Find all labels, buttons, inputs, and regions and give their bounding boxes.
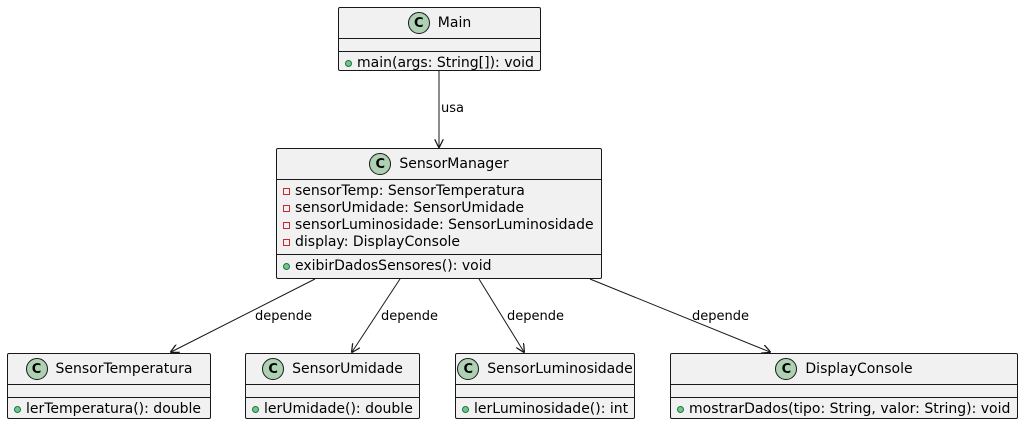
member-text: lerTemperatura(): double <box>26 401 202 417</box>
relation-label: usa <box>441 101 464 116</box>
class-name: SensorTemperatura <box>55 361 193 377</box>
class-fields-section <box>8 385 210 398</box>
class-methods-section: exibirDadosSensores(): void <box>277 255 601 278</box>
member-text: exibirDadosSensores(): void <box>295 258 492 274</box>
private-visibility-icon <box>283 239 290 246</box>
member-text: lerLuminosidade(): int <box>474 401 629 417</box>
class-methods-section: mostrarDados(tipo: String, valor: String… <box>671 398 1017 421</box>
class-method: exibirDadosSensores(): void <box>283 258 595 275</box>
relation-arrow-sensor-manager-to-sensor-umidade <box>352 278 401 352</box>
class-badge-icon: C <box>369 153 392 175</box>
class-field: display: DisplayConsole <box>283 234 595 251</box>
class-method: main(args: String[]): void <box>345 55 534 72</box>
class-name: Main <box>437 15 472 31</box>
class-method: lerTemperatura(): double <box>14 401 204 418</box>
private-visibility-icon <box>283 188 290 195</box>
class-header: C SensorTemperatura <box>8 354 210 385</box>
class-name: DisplayConsole <box>805 361 913 377</box>
public-visibility-icon <box>252 406 259 413</box>
class-methods-section: lerTemperatura(): double <box>8 398 210 421</box>
public-visibility-icon <box>283 263 290 270</box>
class-badge-icon: C <box>775 358 798 380</box>
member-text: lerUmidade(): double <box>264 401 413 417</box>
class-badge-icon: C <box>457 358 480 380</box>
class-header: C SensorUmidade <box>246 354 419 385</box>
relation-arrow-sensor-manager-to-sensor-luminosidade <box>478 278 524 352</box>
class-methods-section: lerLuminosidade(): int <box>456 398 634 421</box>
private-visibility-icon <box>283 205 290 212</box>
relation-arrow-sensor-manager-to-sensor-temperatura <box>171 278 316 352</box>
public-visibility-icon <box>462 406 469 413</box>
member-text: display: DisplayConsole <box>295 234 461 250</box>
class-field: sensorLuminosidade: SensorLuminosidade <box>283 217 595 234</box>
class-method: lerUmidade(): double <box>252 401 413 418</box>
class-header: C Main <box>339 8 540 39</box>
private-visibility-icon <box>283 222 290 229</box>
relation-label: depende <box>381 309 438 324</box>
class-methods-section: lerUmidade(): double <box>246 398 419 421</box>
class-field: sensorTemp: SensorTemperatura <box>283 183 595 200</box>
class-fields-section <box>671 385 1017 398</box>
class-methods-section: main(args: String[]): void <box>339 52 540 75</box>
class-method: mostrarDados(tipo: String, valor: String… <box>677 401 1011 418</box>
class-name: SensorUmidade <box>292 361 403 377</box>
public-visibility-icon <box>677 406 684 413</box>
member-text: main(args: String[]): void <box>357 55 534 71</box>
class-field: sensorUmidade: SensorUmidade <box>283 200 595 217</box>
class-sensor-umidade[interactable]: C SensorUmidade lerUmidade(): double <box>245 353 420 419</box>
class-badge-icon: C <box>407 12 430 34</box>
class-header: C DisplayConsole <box>671 354 1017 385</box>
class-fields-section <box>456 385 634 398</box>
class-fields-section <box>246 385 419 398</box>
member-text: sensorUmidade: SensorUmidade <box>295 200 525 216</box>
relation-label: depende <box>507 309 564 324</box>
class-name: SensorLuminosidade <box>487 361 633 377</box>
class-badge-icon: C <box>25 358 48 380</box>
relation-label: depende <box>692 309 749 324</box>
relation-arrow-sensor-manager-to-display-console <box>589 278 770 352</box>
class-sensor-temperatura[interactable]: C SensorTemperatura lerTemperatura(): doub… <box>7 353 211 419</box>
public-visibility-icon <box>345 60 352 67</box>
class-fields-section <box>339 39 540 52</box>
relation-label: depende <box>255 309 312 324</box>
member-text: sensorLuminosidade: SensorLuminosidade <box>295 217 594 233</box>
class-name: SensorManager <box>399 156 509 172</box>
class-main[interactable]: C Main main(args: String[]): void <box>338 7 541 71</box>
class-badge-icon: C <box>262 358 285 380</box>
class-sensor-luminosidade[interactable]: C SensorLuminosidade lerLuminosidade(): in… <box>455 353 635 419</box>
class-header: C SensorLuminosidade <box>456 354 634 385</box>
member-text: sensorTemp: SensorTemperatura <box>295 183 525 199</box>
member-text: mostrarDados(tipo: String, valor: String… <box>689 401 1011 417</box>
class-header: C SensorManager <box>277 149 601 180</box>
class-display-console[interactable]: C DisplayConsole mostrarDados(tipo: String… <box>670 353 1018 419</box>
class-sensor-manager[interactable]: C SensorManager sensorTemp: SensorTemperat… <box>276 148 602 279</box>
class-method: lerLuminosidade(): int <box>462 401 628 418</box>
public-visibility-icon <box>14 406 21 413</box>
